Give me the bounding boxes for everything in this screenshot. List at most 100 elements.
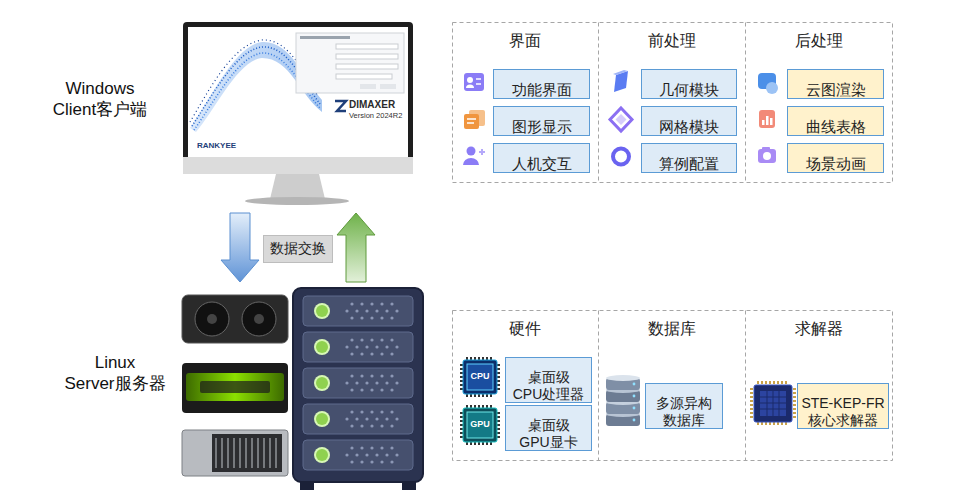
gpu-card-illustration <box>182 295 288 343</box>
ui-icon <box>467 77 473 83</box>
monitor-illustration <box>360 84 376 89</box>
solver-box: STE-KEP-FR 核心求解器 <box>797 383 889 429</box>
gpu-card-illustration <box>200 381 270 393</box>
column-title: 后处理 <box>745 31 892 52</box>
postprocess-icon <box>770 118 773 125</box>
database-icon <box>606 375 640 381</box>
column-header: 求解器 STE-KEP-FR 核心求解器 <box>745 310 892 460</box>
gpu-card-illustration <box>254 314 264 324</box>
solver-chip-icon <box>752 383 795 424</box>
box-text: STE-KEP-FR 核心求解器 <box>798 393 888 431</box>
column-title: 求解器 <box>745 319 892 340</box>
monitor-illustration <box>188 27 408 157</box>
server-rack-illustration <box>303 368 413 398</box>
postprocess-icon <box>762 120 765 125</box>
ui-icon <box>467 118 476 120</box>
hardware-box: 桌面级 GPU显卡 <box>505 405 592 451</box>
gpu-card-illustration <box>182 295 288 476</box>
module-box: 几何模块 <box>641 69 737 99</box>
preprocess-icon <box>613 149 629 165</box>
hardware-box: 桌面级 CPU处理器 <box>505 357 592 403</box>
preprocess-icon <box>614 71 628 92</box>
gpu-chip-icon <box>462 407 499 444</box>
box-text: 桌面级 GPU显卡 <box>506 415 591 453</box>
ui-icon <box>467 122 474 124</box>
postprocess-icon <box>758 149 776 163</box>
ui-icon <box>476 78 481 80</box>
gpu-card-illustration <box>182 363 288 413</box>
postprocess-icon <box>763 152 771 160</box>
column-title: 界面 <box>452 31 598 52</box>
preprocess-icon <box>613 70 628 75</box>
module-box: 网格模块 <box>641 106 737 136</box>
dashed-panel <box>745 311 746 461</box>
column-title: 硬件 <box>452 319 598 340</box>
solver-chip-icon <box>793 388 796 419</box>
database-icon <box>633 383 636 386</box>
cpu-chip-icon <box>467 364 493 390</box>
gpu-card-illustration <box>182 430 288 476</box>
dashed-panel <box>598 311 599 461</box>
module-box: 人机交互 <box>493 143 590 173</box>
dashed-panel <box>598 23 599 183</box>
column-header: 界面功能界面图形显示人机交互 <box>452 22 598 182</box>
box-text: 人机交互 <box>494 153 589 175</box>
chip-label: CPU <box>467 371 493 382</box>
screen-brand-text: RANKYEE <box>197 141 236 151</box>
solver-chip-icon <box>757 381 789 384</box>
dashed-panel <box>745 23 746 183</box>
exchange-label: 数据交换 <box>263 235 333 263</box>
database-icon <box>633 395 636 398</box>
box-text: 场景动画 <box>788 153 883 175</box>
side-label: Linux Server服务器 <box>55 352 175 395</box>
data-flow-arrow <box>221 213 259 282</box>
module-box: 曲线表格 <box>787 106 884 136</box>
monitor-illustration <box>335 101 346 111</box>
monitor-illustration <box>336 54 398 59</box>
preprocess-icon <box>610 70 632 165</box>
module-box: 功能界面 <box>493 69 590 99</box>
dashed-panel <box>453 23 893 461</box>
column-title: 数据库 <box>598 319 745 340</box>
postprocess-icon <box>766 116 769 125</box>
database-icon <box>606 375 640 426</box>
monitor-illustration <box>183 22 413 205</box>
monitor-illustration <box>380 84 396 89</box>
monitor-illustration <box>245 197 349 205</box>
cpu-chip-icon <box>463 360 497 394</box>
solver-chip-icon <box>760 391 786 416</box>
ui-icon <box>463 73 485 165</box>
monitor-illustration <box>336 44 398 49</box>
ui-icon <box>481 149 483 155</box>
module-box: 算例配置 <box>641 143 737 173</box>
dashed-panel <box>453 311 893 461</box>
module-box: 云图渲染 <box>787 69 884 99</box>
monitor-illustration <box>336 64 398 69</box>
gpu-card-illustration <box>212 434 282 472</box>
preprocess-icon <box>610 108 632 131</box>
gpu-card-illustration <box>207 314 217 324</box>
cpu-chip-icon <box>462 359 499 396</box>
monitor-illustration <box>300 36 350 39</box>
postprocess-icon <box>759 110 775 128</box>
solver-chip-icon <box>750 388 753 419</box>
column-header: 数据库多源异构 数据库 <box>598 310 745 460</box>
box-text: 算例配置 <box>642 153 736 175</box>
server-rack-illustration <box>293 288 423 490</box>
gpu-chip-icon <box>467 412 493 438</box>
box-text: 桌面级 CPU处理器 <box>506 367 591 405</box>
column-header: 后处理云图渲染曲线表格场景动画 <box>745 22 892 182</box>
box-text: 云图渲染 <box>788 79 883 101</box>
preprocess-icon <box>616 114 627 125</box>
solver-chip-icon <box>760 391 786 416</box>
gpu-chip-icon <box>463 408 497 442</box>
box-text: 网格模块 <box>642 116 736 138</box>
ui-icon <box>463 158 479 165</box>
dashed-panel <box>453 23 893 183</box>
gpu-card-illustration <box>242 302 276 336</box>
box-text: 图形显示 <box>494 116 589 138</box>
ui-icon <box>464 73 484 91</box>
box-text: 几何模块 <box>642 79 736 101</box>
database-icon <box>633 407 636 410</box>
